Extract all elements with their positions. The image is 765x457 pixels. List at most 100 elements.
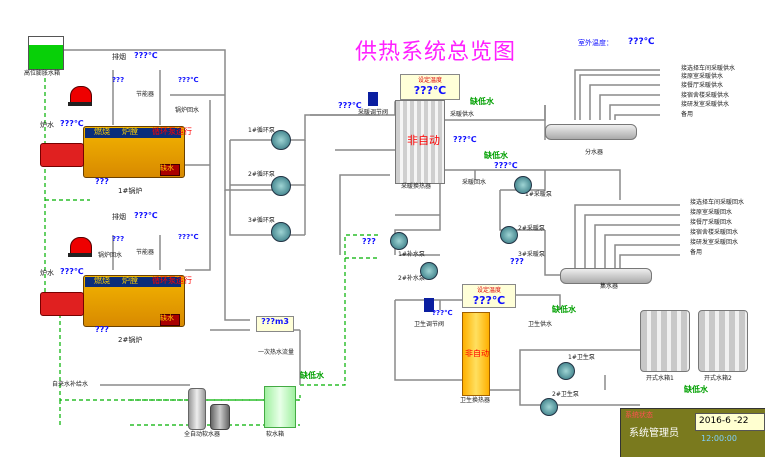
circ-pump-3-label: 3#循环泵 (248, 217, 275, 224)
heating-setpoint-value: ???℃ (413, 84, 447, 97)
heat-pump-2-label: 2#采暖泵 (518, 225, 545, 232)
flow-meter-box[interactable]: ???m3 (256, 316, 294, 332)
flush-pump-value: ??? (362, 237, 376, 246)
dhw-pump-1-icon[interactable] (557, 362, 575, 380)
return-in-6[interactable]: 备用 (690, 249, 703, 256)
flush-pump-1-label: 1#补水泵 (398, 251, 425, 258)
boiler2-header (85, 277, 181, 287)
boiler1-return-label: 锅炉回水 (175, 107, 200, 114)
supply-out-6[interactable]: 备用 (681, 111, 694, 118)
heating-supply-temp: ???℃ (338, 101, 362, 110)
boiler2-temp-value: ???℃ (178, 233, 199, 241)
open-tank-2-label: 开式水箱2 (704, 375, 732, 382)
dhw-setpoint-box[interactable]: 设定温度 ???℃ (462, 284, 516, 308)
supply-out-1[interactable]: 接选择车间采暖供水 (681, 65, 736, 72)
outdoor-temp-label: 室外温度： (578, 39, 613, 47)
boiler1-flame-label: 炉膛 (122, 127, 138, 136)
supply-out-4[interactable]: 接宿舍楼采暖供水 (681, 92, 730, 99)
open-tank-2[interactable] (698, 310, 748, 372)
circ-pump-2-icon[interactable] (271, 176, 291, 196)
soft-water-tank-label: 软水箱 (266, 431, 285, 438)
circ-pump-3-icon[interactable] (271, 222, 291, 242)
heat-pump-1-label: 1#采暖泵 (525, 191, 552, 198)
heat-pump-2-icon[interactable] (500, 226, 518, 244)
softener-column-1[interactable] (188, 388, 206, 430)
softener-lackwater: 缺低水 (300, 371, 324, 380)
boiler2-lackwater-label: 缺水 (160, 314, 174, 322)
boiler2-burner-icon[interactable] (40, 292, 84, 316)
boiler2-lackwater-indicator (160, 314, 180, 326)
boiler1-fire-value: ??? (95, 177, 109, 186)
boiler1-circ-run: 循环泵运行 (152, 127, 192, 136)
status-date: 2016-6 -22 (699, 416, 749, 426)
boiler1-lackwater-label: 缺水 (160, 164, 174, 172)
heating-return-value: ???℃ (494, 161, 518, 170)
heating-return-label: 采暖回水 (462, 179, 487, 186)
flush-pump-2-label: 2#补水泵 (398, 275, 425, 282)
return-in-1[interactable]: 接选择车间采暖回水 (690, 199, 745, 206)
status-panel: 系统状态 系统管理员 2016-6 -22 12:00:00 (620, 408, 765, 457)
dhw-exchanger-label: 卫生换热器 (460, 397, 491, 404)
heating-left-value: ???℃ (453, 135, 477, 144)
open-tank-1-label: 开式水箱1 (646, 375, 674, 382)
boiler2-return-label: 锅炉回水 (98, 252, 123, 259)
heating-supply-label: 采暖供水 (450, 111, 475, 118)
status-user[interactable]: 系统管理员 (629, 428, 679, 439)
supply-out-2[interactable]: 接原室采暖供水 (681, 73, 724, 80)
boiler2-fire-value: ??? (95, 325, 109, 334)
boiler1-furnace-label: 炉水 (40, 121, 54, 129)
boiler2-flame-label: 炉膛 (122, 276, 138, 285)
supply-out-5[interactable]: 接研发室采暖供水 (681, 101, 730, 108)
heat-pump-3-label: 3#采暖泵 (518, 251, 545, 258)
dhw-exchanger[interactable] (462, 312, 490, 396)
status-time: 12:00:00 (701, 434, 737, 443)
boiler2-furnace-label: 炉水 (40, 269, 54, 277)
boiler2-furnace-value: ???℃ (60, 267, 84, 276)
supply-out-3[interactable]: 接餐厅采暖供水 (681, 82, 724, 89)
dhw-auto-state[interactable]: 非自动 (465, 349, 489, 358)
circ-pump-1-icon[interactable] (271, 130, 291, 150)
flush-pump-1-icon[interactable] (390, 232, 408, 250)
return-manifold-label: 集水器 (600, 283, 619, 290)
expansion-tank-level (29, 45, 63, 69)
supply-manifold-label: 分水器 (585, 149, 604, 156)
heat-pump-1-icon[interactable] (514, 176, 532, 194)
heating-valve-icon[interactable] (368, 92, 378, 106)
dhw-valve-icon[interactable] (424, 298, 434, 312)
soft-water-tank[interactable] (264, 386, 296, 428)
heating-setpoint-box[interactable]: 设定温度 ???℃ (400, 74, 460, 100)
dhw-pump-2-label: 2#卫生泵 (552, 391, 579, 398)
heating-lackwater2-label: 缺低水 (484, 151, 508, 160)
return-in-5[interactable]: 接研发室采暖回水 (690, 239, 739, 246)
return-manifold[interactable] (560, 268, 652, 284)
dhw-pump-2-icon[interactable] (540, 398, 558, 416)
boiler1-pressure-value: ??? (112, 76, 125, 84)
dhw-pump-1-label: 1#卫生泵 (568, 354, 595, 361)
circ-pump-1-label: 1#循环泵 (248, 127, 275, 134)
open-tank-lackwater: 缺低水 (684, 385, 708, 394)
return-in-4[interactable]: 接宿舍楼采暖回水 (690, 229, 739, 236)
heating-auto-state[interactable]: 非自动 (407, 134, 440, 147)
flush-pump-2-icon[interactable] (420, 262, 438, 280)
dhw-lackwater: 缺低水 (552, 305, 576, 314)
return-in-3[interactable]: 接餐厅采暖回水 (690, 219, 733, 226)
open-tank-1[interactable] (640, 310, 690, 372)
flow-meter-label: 一次热水流量 (258, 349, 295, 356)
boiler2-pressure-value: ??? (112, 235, 125, 243)
heating-lackwater-label: 缺低水 (470, 97, 494, 106)
return-in-2[interactable]: 接原室采暖回水 (690, 209, 733, 216)
dhw-setpoint-value: ???℃ (472, 294, 506, 307)
boiler1-smoke-value: ???℃ (134, 51, 158, 60)
heating-exchanger[interactable] (395, 100, 445, 184)
status-date-box: 2016-6 -22 (695, 413, 765, 431)
boiler2-burner-label: 燃烧 (94, 276, 110, 285)
boiler1-burner-label: 燃烧 (94, 127, 110, 136)
boiler2-name: 2#锅炉 (118, 336, 143, 344)
boiler1-burner-icon[interactable] (40, 143, 84, 167)
softener-column-2[interactable] (210, 404, 230, 430)
boiler1-lamp-base (68, 102, 92, 106)
supply-manifold[interactable] (545, 124, 637, 140)
dhw-supply-value: ???℃ (432, 309, 453, 317)
